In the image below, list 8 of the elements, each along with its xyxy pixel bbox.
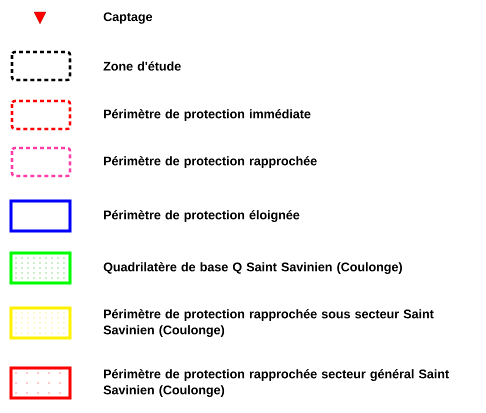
legend-label: Périmètre de protection rapprochée secteur général Saint Savinien (Coulonge) [104,369,449,397]
legend-label: Périmètre de protection éloignée [104,210,300,222]
legend-label: Périmètre de protection immédiate [104,109,310,121]
legend-label: Périmètre de protection rapprochée sous secteur Saint Savinien (Coulonge) [104,309,434,337]
legend-label: Quadrilatère de base Q Saint Savinien (Coulonge) [104,262,402,274]
legend-label: Captage [104,12,152,24]
legend-label: Zone d'étude [104,61,181,71]
legend-label: Périmètre de protection rapprochée [104,156,317,168]
